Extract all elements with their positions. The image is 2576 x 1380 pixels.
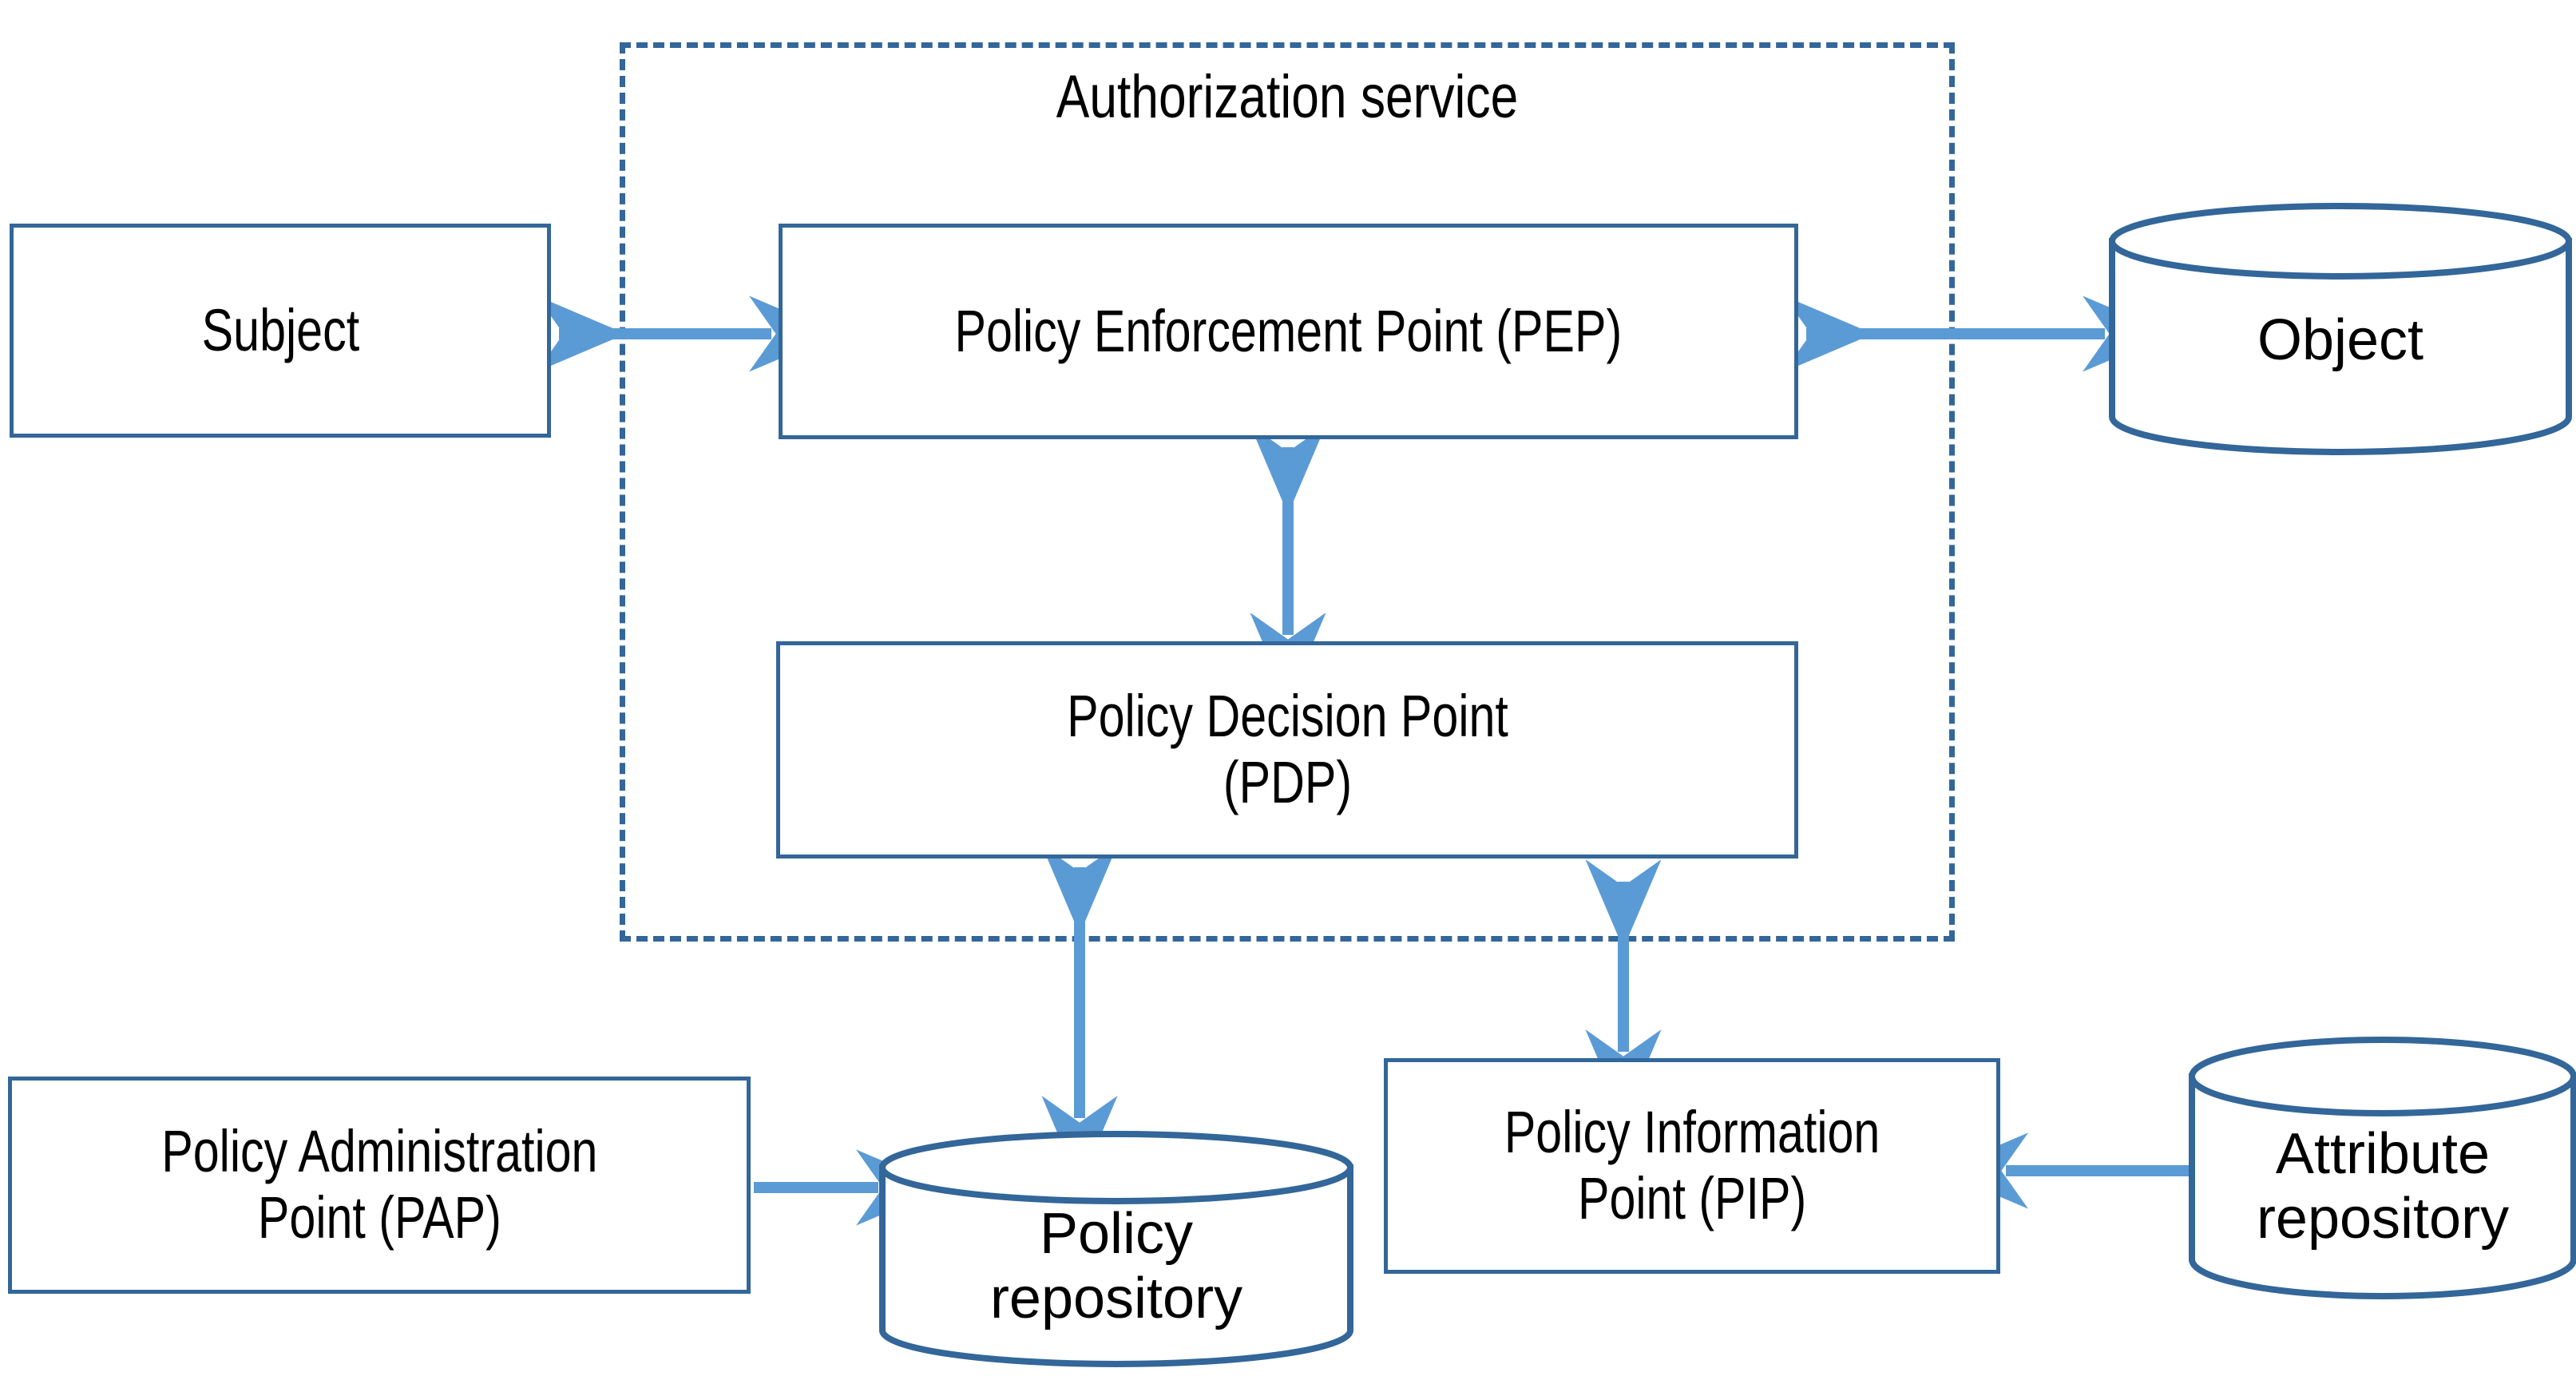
authorization-service-group-label: Authorization service xyxy=(1056,63,1519,131)
node-policy-administration-point-label: Policy Administration Point (PAP) xyxy=(161,1118,598,1251)
node-subject-label: Subject xyxy=(201,296,359,363)
node-attribute-repository-label: Attribute repository xyxy=(2256,1121,2510,1251)
node-subject[interactable]: Subject xyxy=(10,224,551,438)
node-object-label: Object xyxy=(2257,307,2424,372)
node-policy-repository-label: Policy repository xyxy=(989,1202,1243,1330)
node-policy-administration-point[interactable]: Policy Administration Point (PAP) xyxy=(8,1077,751,1294)
node-policy-information-point-label: Policy Information Point (PIP) xyxy=(1504,1099,1880,1231)
node-attribute-repository[interactable]: Attribute repository xyxy=(2192,1038,2574,1298)
node-policy-enforcement-point[interactable]: Policy Enforcement Point (PEP) xyxy=(779,224,1798,439)
node-policy-decision-point[interactable]: Policy Decision Point (PDP) xyxy=(776,641,1798,859)
node-policy-repository[interactable]: Policy repository xyxy=(882,1134,1350,1366)
authorization-service-group xyxy=(620,42,1955,942)
node-policy-decision-point-label: Policy Decision Point (PDP) xyxy=(1066,683,1508,815)
node-object[interactable]: Object xyxy=(2112,206,2569,452)
node-policy-enforcement-point-label: Policy Enforcement Point (PEP) xyxy=(954,297,1623,364)
node-policy-information-point[interactable]: Policy Information Point (PIP) xyxy=(1384,1058,2000,1274)
